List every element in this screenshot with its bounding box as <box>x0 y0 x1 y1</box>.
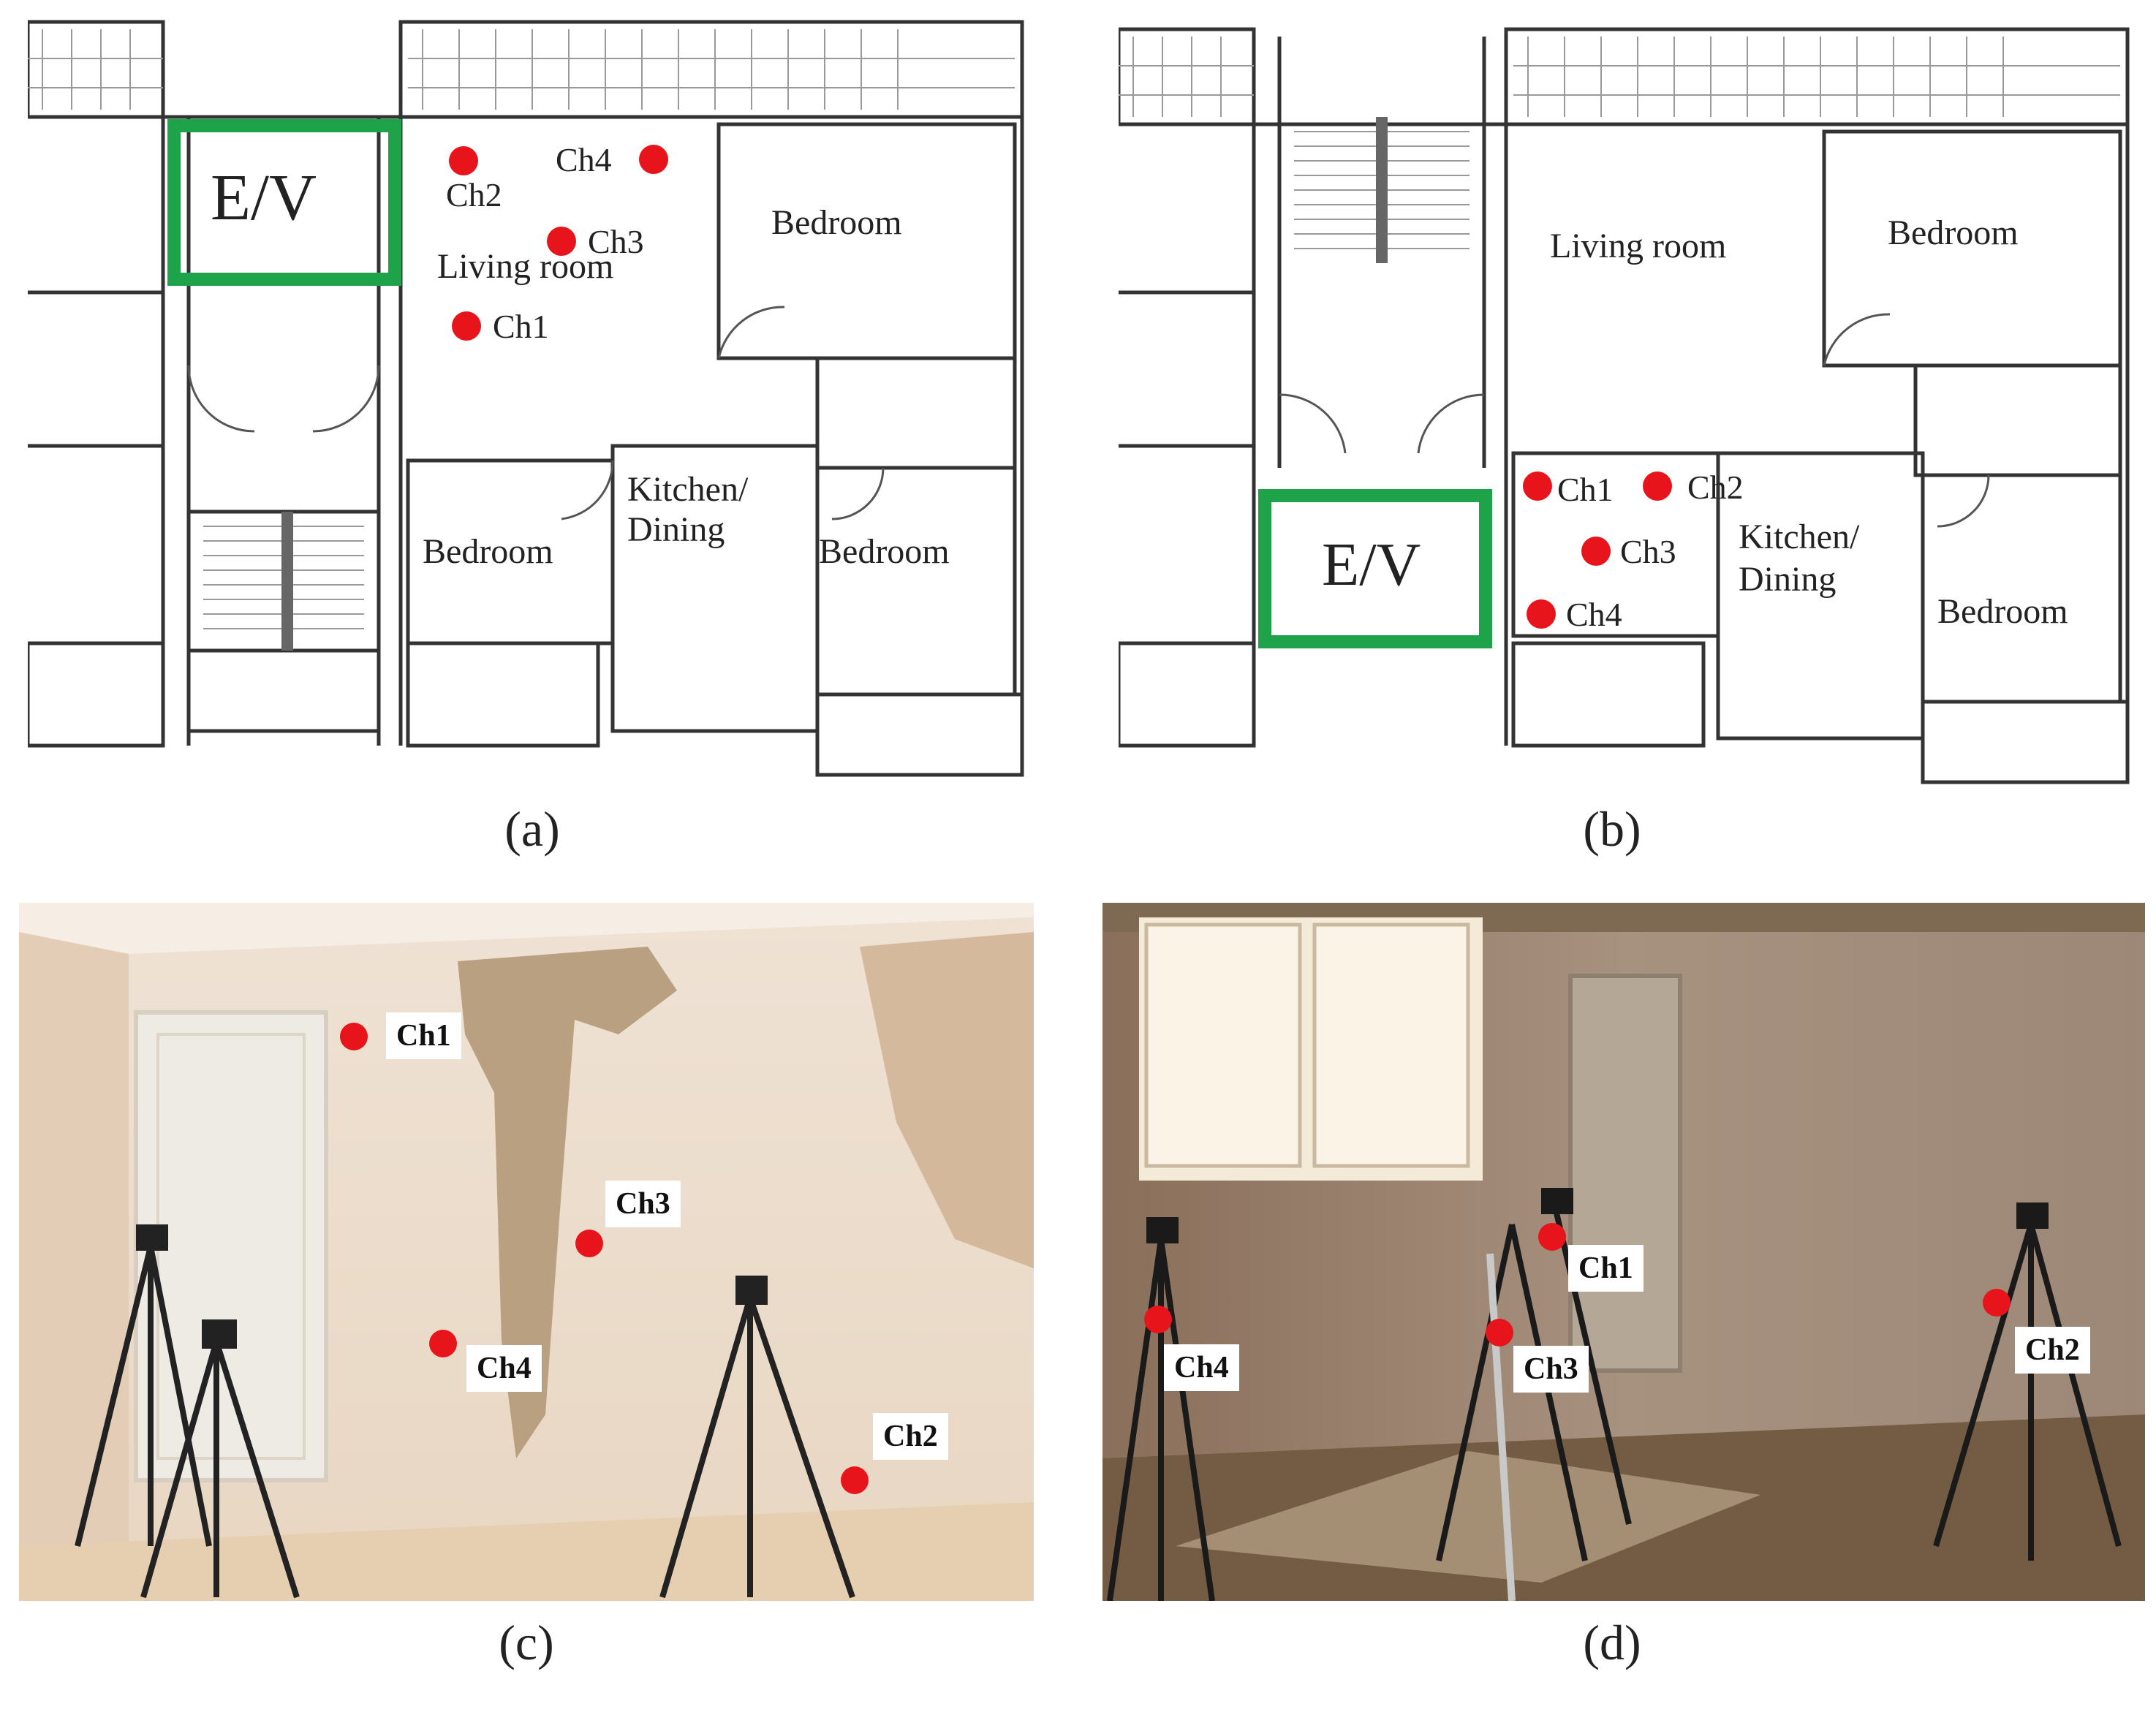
room-bedroom-left: Bedroom <box>423 532 553 571</box>
room-bedroom-right: Bedroom <box>1937 592 2068 631</box>
caption-a: (a) <box>504 801 560 857</box>
ch3-label: Ch3 <box>588 223 644 260</box>
room-bedroom-top: Bedroom <box>1888 213 2019 252</box>
ch4-marker <box>429 1330 457 1357</box>
ch4-label: Ch4 <box>556 141 612 178</box>
photo-d-scene <box>1102 903 2145 1601</box>
ch1-marker <box>1523 471 1552 501</box>
ch2-marker <box>1983 1289 2011 1317</box>
room-kitchen-line2: Dining <box>1739 560 1836 599</box>
ch3-label: Ch3 <box>1620 533 1676 570</box>
ch1-marker <box>340 1023 368 1050</box>
ch3-marker <box>575 1230 603 1257</box>
ch4-label: Ch4 <box>1164 1344 1239 1391</box>
caption-b: (b) <box>1583 801 1641 857</box>
photo-c-scene <box>19 903 1034 1601</box>
ch1-marker <box>452 311 481 341</box>
ch4-marker <box>639 145 668 174</box>
ch4-label: Ch4 <box>466 1345 542 1392</box>
ch1-label: Ch1 <box>493 308 549 345</box>
photo-d: Ch1 Ch2 Ch3 Ch4 <box>1102 903 2145 1601</box>
ch4-marker <box>1527 599 1556 629</box>
ch3-marker <box>547 227 576 256</box>
floor-plan-a-drawing: E/V Living room Bedroom Bedroom Bedroom … <box>26 20 1024 777</box>
ch2-label: Ch2 <box>873 1413 948 1460</box>
room-living-room: Living room <box>1550 227 1726 265</box>
ch2-marker <box>841 1466 869 1494</box>
ch3-marker <box>1581 537 1611 566</box>
ch1-label: Ch1 <box>386 1012 461 1059</box>
room-kitchen-line1: Kitchen/ <box>1739 518 1860 556</box>
ch4-label: Ch4 <box>1566 596 1622 633</box>
room-kitchen-line2: Dining <box>627 510 725 549</box>
ch3-label: Ch3 <box>605 1181 681 1227</box>
room-bedroom-right: Bedroom <box>819 532 950 571</box>
floor-plan-b: E/V Living room Bedroom Bedroom Kitchen/… <box>1116 15 2142 804</box>
ch3-marker <box>1486 1319 1513 1347</box>
floor-plan-b-drawing: E/V Living room Bedroom Bedroom Kitchen/… <box>1116 27 2130 784</box>
room-bedroom-top: Bedroom <box>771 203 902 242</box>
ev-label: E/V <box>1322 531 1421 599</box>
elevator-frame <box>167 119 401 286</box>
ch4-marker <box>1144 1306 1172 1333</box>
photo-c: Ch1 Ch3 Ch4 Ch2 <box>19 903 1034 1601</box>
caption-d: (d) <box>1583 1615 1641 1670</box>
elevator-frame <box>1258 489 1492 648</box>
ch2-marker <box>1643 471 1672 501</box>
ch3-label: Ch3 <box>1513 1346 1589 1393</box>
ch2-label: Ch2 <box>1687 469 1744 506</box>
ch1-label: Ch1 <box>1557 471 1614 508</box>
ch1-label: Ch1 <box>1568 1245 1644 1292</box>
caption-c: (c) <box>499 1615 554 1670</box>
ch2-label: Ch2 <box>2015 1327 2090 1374</box>
room-living-room: Living room <box>437 247 613 286</box>
ch2-marker <box>449 146 478 175</box>
ch2-label: Ch2 <box>446 176 502 213</box>
room-kitchen-line1: Kitchen/ <box>627 470 749 509</box>
ev-label: E/V <box>211 162 317 234</box>
ch1-marker <box>1538 1223 1566 1251</box>
floor-plan-a: E/V Living room Bedroom Bedroom Bedroom … <box>26 15 1044 800</box>
